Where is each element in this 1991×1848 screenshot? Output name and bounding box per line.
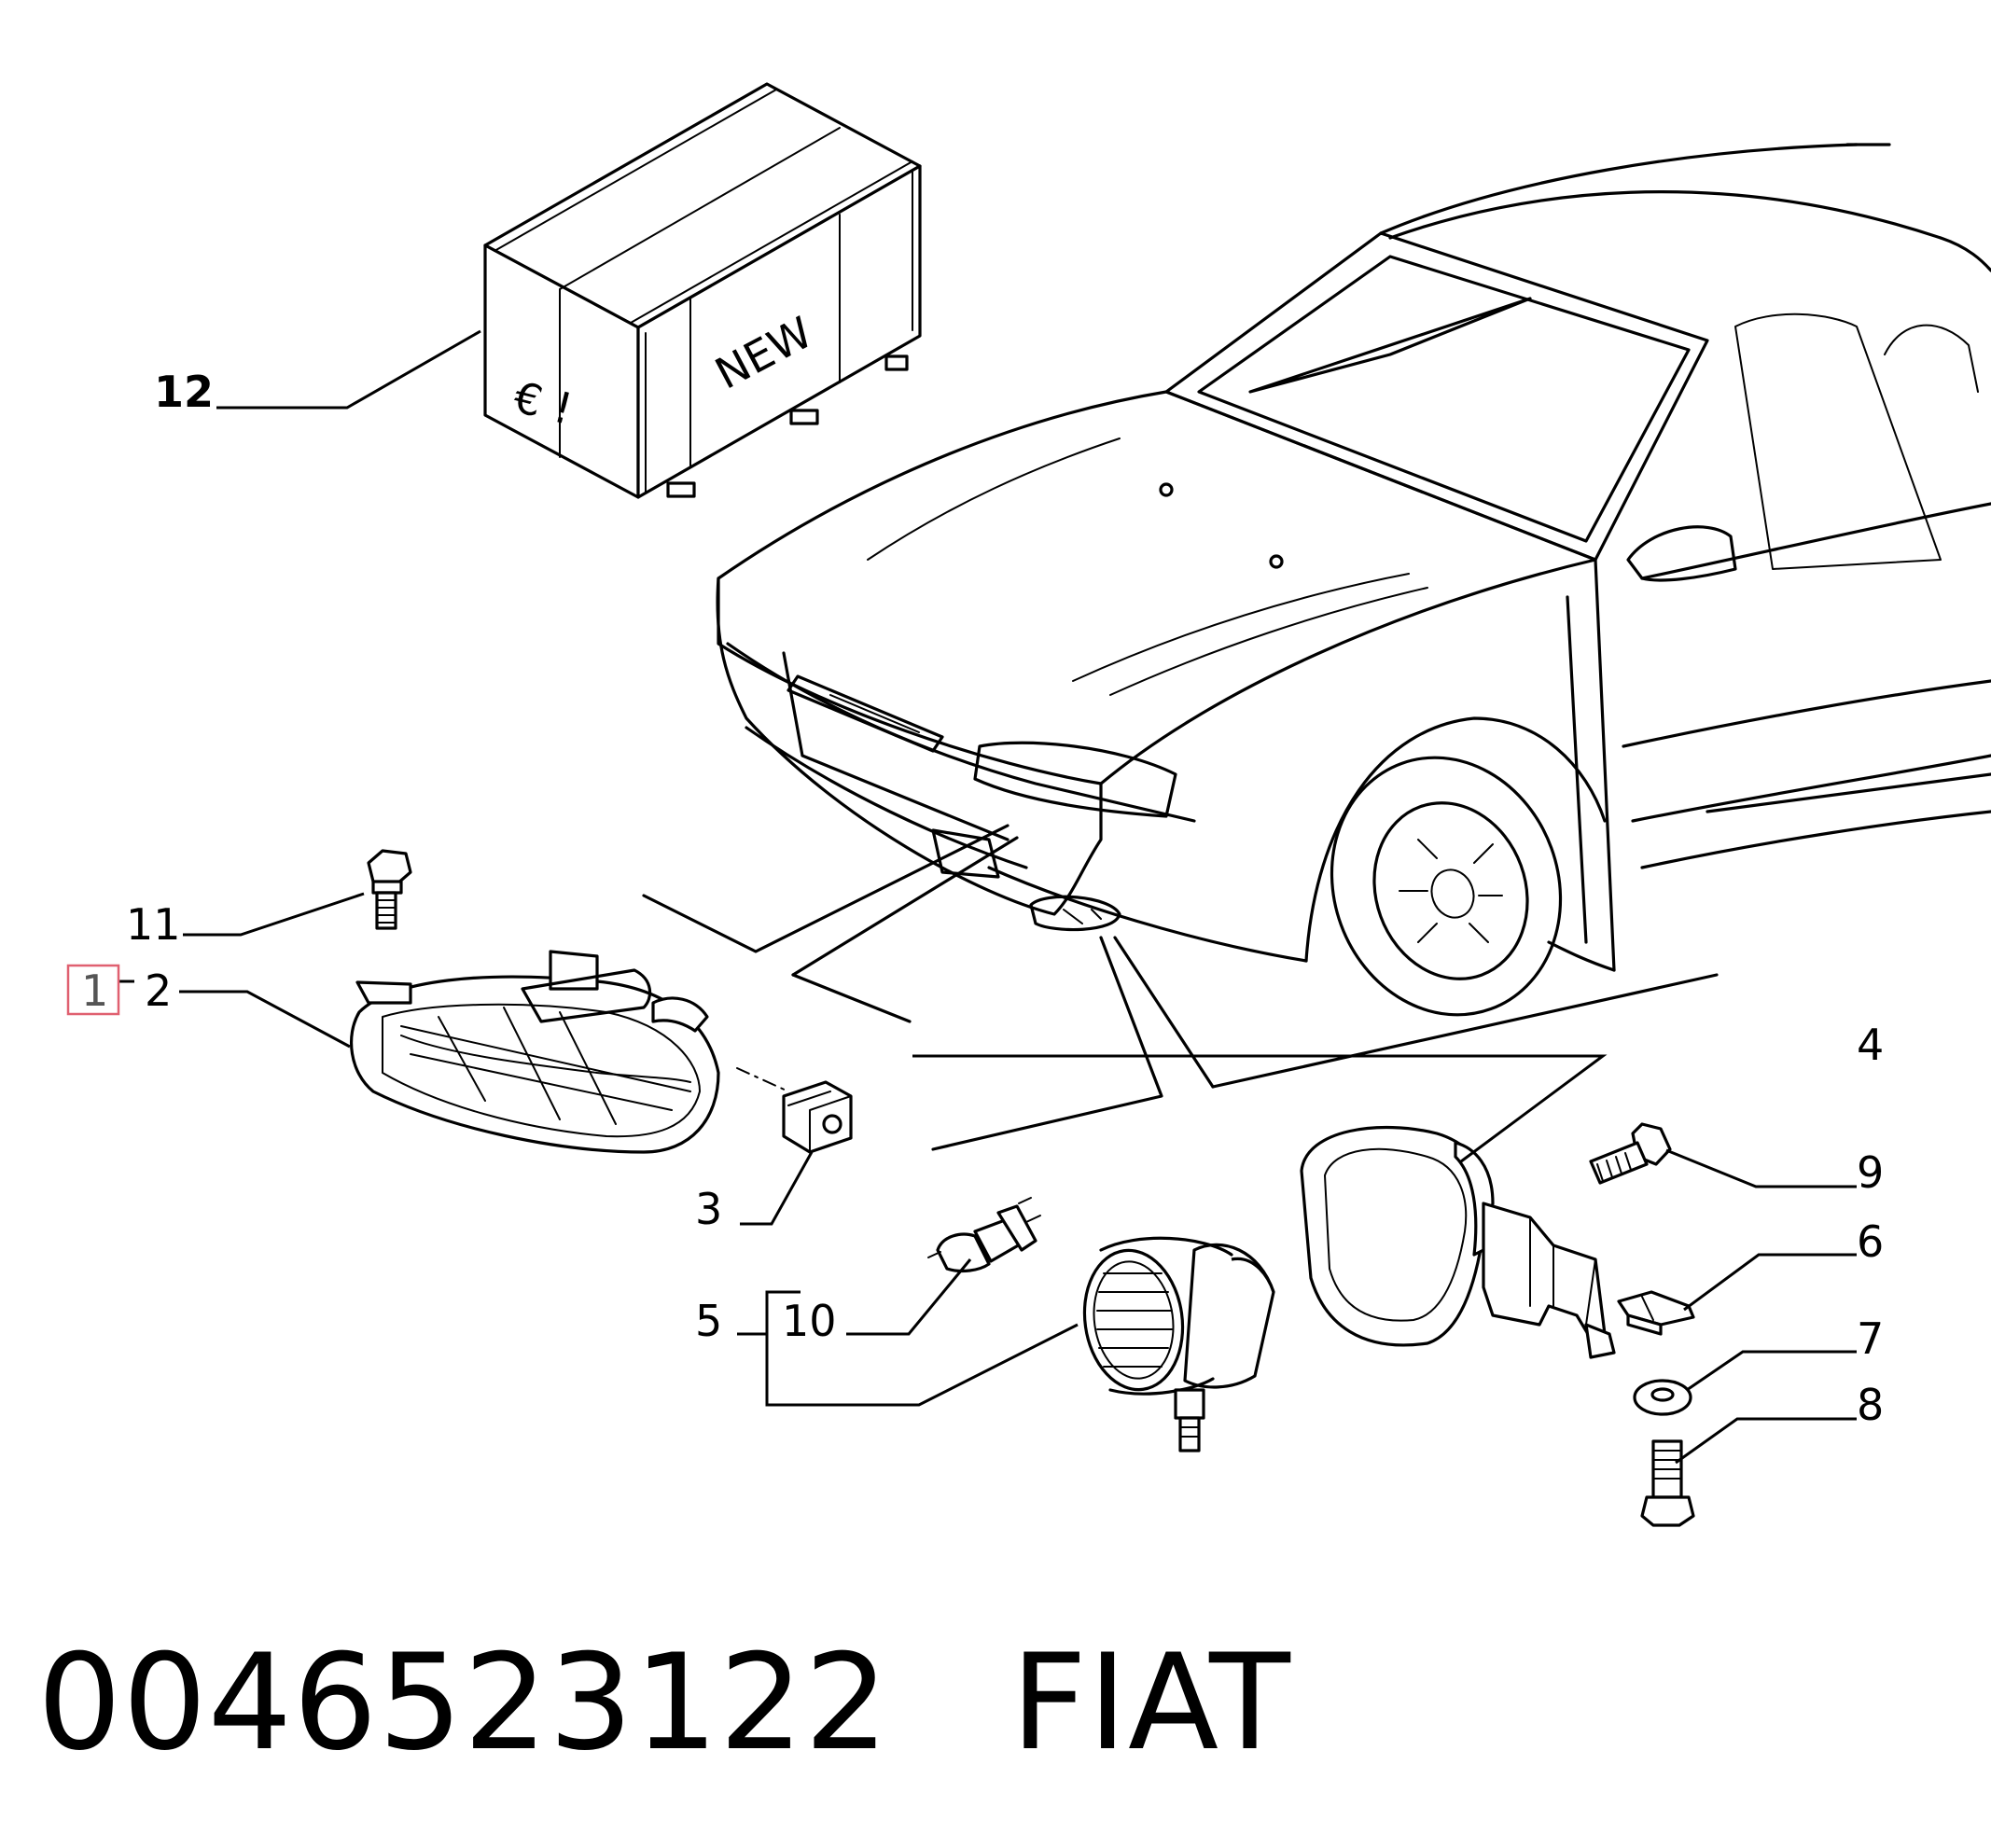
construction-lines (642, 824, 1719, 1151)
part-6-clip (1617, 1290, 1695, 1336)
part-number: 0046523122 (37, 1625, 890, 1780)
callout-11: 11 (126, 899, 181, 950)
callout-7: 7 (1857, 1313, 1884, 1364)
part-7-washer (1633, 1379, 1692, 1416)
part-3-connector (782, 1080, 853, 1154)
part-11-screw (367, 849, 412, 930)
callout-5: 5 (695, 1296, 722, 1346)
callout-6: 6 (1857, 1216, 1884, 1267)
part-8-bolt (1640, 1439, 1695, 1527)
callout-1: 1 (81, 966, 108, 1016)
part-2-headlamp (349, 950, 720, 1154)
callout-10: 10 (782, 1296, 837, 1346)
callout-3: 3 (695, 1184, 722, 1234)
callout-labels: 12 11 1 2 3 4 9 6 7 8 5 10 (66, 367, 1884, 1430)
car-outline (716, 143, 1991, 1017)
callout-4: 4 (1857, 1020, 1884, 1070)
brand-name: FIAT (1010, 1625, 1291, 1780)
parts-diagram: € ! NEW (66, 82, 1991, 1527)
callout-8: 8 (1857, 1380, 1884, 1430)
part-10-bulb (927, 1197, 1041, 1273)
part-5-fog-lamp (1082, 1236, 1275, 1452)
footer: 0046523122 FIAT (37, 1614, 1291, 1791)
part-9-screw (1589, 1122, 1672, 1185)
part-4-bracket (1300, 1125, 1616, 1359)
part-12-new-box: € ! NEW (483, 82, 922, 499)
callout-12: 12 (154, 367, 214, 417)
callout-2: 2 (145, 966, 172, 1016)
leader-lines (118, 329, 1857, 1465)
callout-9: 9 (1857, 1147, 1884, 1198)
callout-1-highlight-box (66, 964, 120, 1016)
